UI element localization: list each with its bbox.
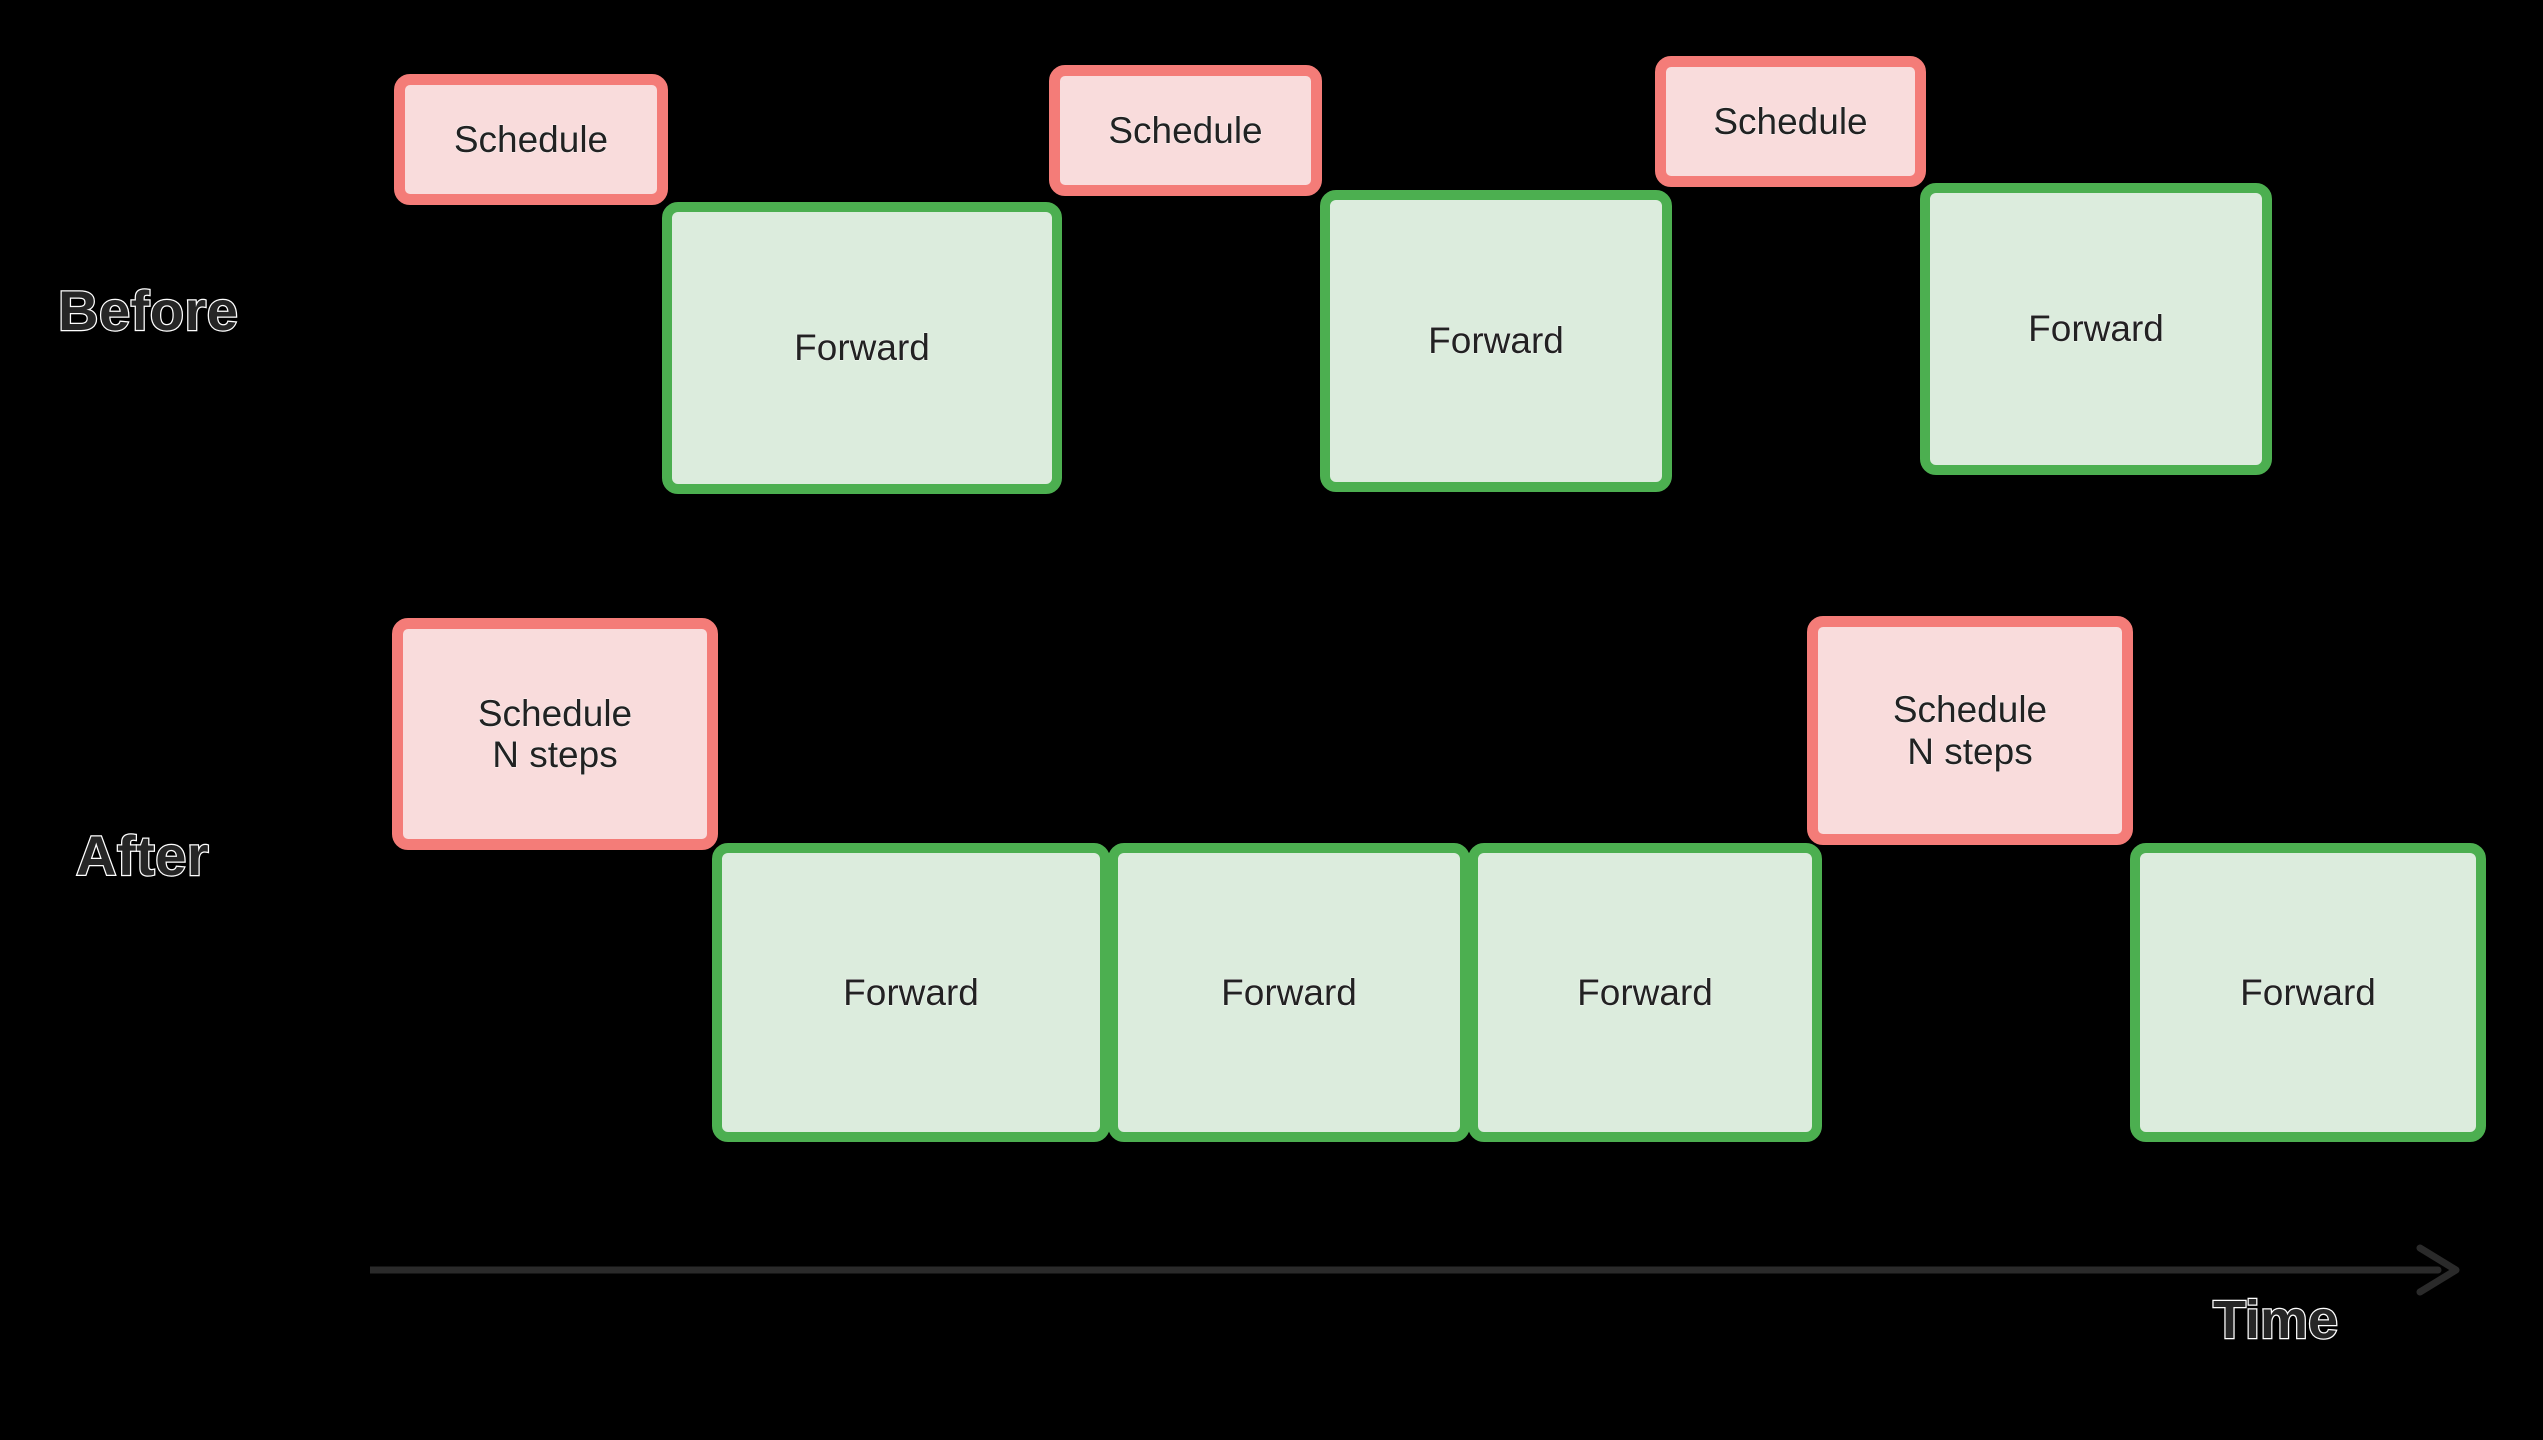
schedule-block-label: Schedule N steps bbox=[1892, 689, 2048, 772]
row-label-after: After bbox=[75, 824, 210, 887]
axis-label-time: Time bbox=[2212, 1290, 2340, 1350]
schedule-block-label: Schedule bbox=[1108, 109, 1263, 151]
schedule-block: Schedule bbox=[394, 74, 668, 205]
forward-block-label: Forward bbox=[1577, 971, 1713, 1013]
schedule-block-label: Schedule N steps bbox=[477, 692, 633, 775]
forward-block-label: Forward bbox=[794, 327, 930, 369]
time-arrow-icon bbox=[366, 1244, 2460, 1296]
forward-block: Forward bbox=[662, 202, 1062, 494]
forward-block: Forward bbox=[2130, 843, 2486, 1142]
schedule-block: Schedule N steps bbox=[1807, 616, 2133, 845]
schedule-block-label: Schedule bbox=[1713, 100, 1868, 142]
forward-block-label: Forward bbox=[2028, 308, 2164, 350]
forward-block-label: Forward bbox=[2240, 971, 2376, 1013]
time-axis bbox=[366, 1240, 2460, 1300]
forward-block-label: Forward bbox=[843, 971, 979, 1013]
schedule-block: Schedule bbox=[1049, 65, 1322, 196]
row-label-before: Before bbox=[57, 279, 239, 342]
forward-block: Forward bbox=[1108, 843, 1470, 1142]
forward-block: Forward bbox=[1920, 183, 2272, 475]
forward-block: Forward bbox=[1468, 843, 1822, 1142]
forward-block: Forward bbox=[712, 843, 1110, 1142]
forward-block-label: Forward bbox=[1428, 320, 1564, 362]
forward-block: Forward bbox=[1320, 190, 1672, 492]
schedule-block-label: Schedule bbox=[453, 118, 609, 160]
schedule-block: Schedule N steps bbox=[392, 618, 718, 850]
schedule-block: Schedule bbox=[1655, 56, 1926, 187]
forward-block-label: Forward bbox=[1221, 971, 1357, 1013]
